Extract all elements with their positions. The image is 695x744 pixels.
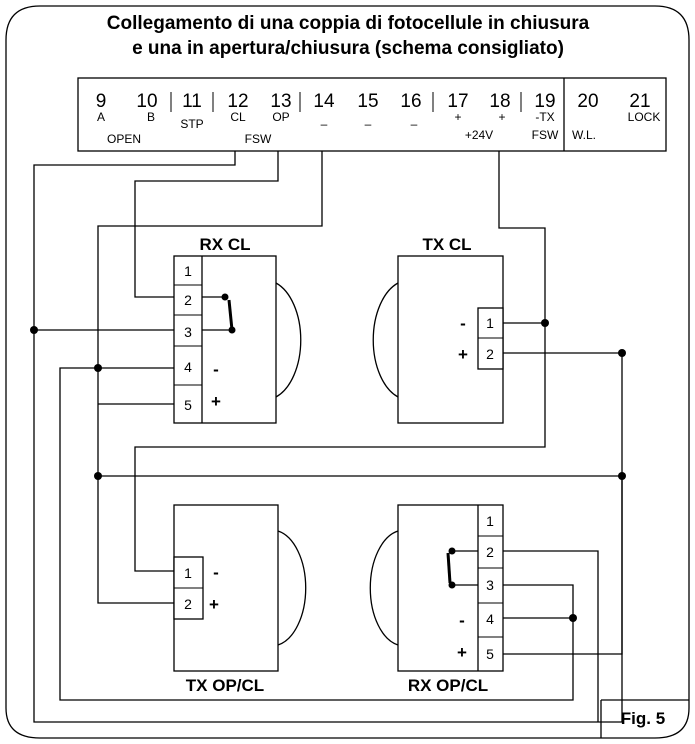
pin-number: 1 xyxy=(486,513,494,529)
terminal-number-16: 16 xyxy=(400,91,421,112)
terminal-number-14: 14 xyxy=(313,91,335,112)
device-rx-cl: 1 2 3 4 5 - + RX CL xyxy=(173,235,302,424)
device-label-tx-op-cl: TX OP/CL xyxy=(186,676,264,695)
figure-label-box: Fig. 5 xyxy=(600,699,689,738)
pin-number: 2 xyxy=(184,596,192,612)
sign-plus: + xyxy=(209,595,219,614)
diagram-title-line-2: e una in apertura/chiusura (schema consi… xyxy=(132,38,564,59)
junction-dot xyxy=(618,472,626,480)
pin-number: 3 xyxy=(486,577,494,593)
lens-arc xyxy=(372,282,399,398)
terminal-number-13: 13 xyxy=(270,91,291,112)
diagram-title-line-1: Collegamento di una coppia di fotocellul… xyxy=(107,13,590,34)
lens-arc xyxy=(369,530,399,646)
terminal-label-21: LOCK xyxy=(628,110,661,124)
terminal-number-17: 17 xyxy=(447,91,468,112)
group-label-wl: W.L. xyxy=(572,128,596,142)
group-label-plus24v: +24V xyxy=(465,128,493,142)
wire xyxy=(134,151,546,572)
junction-dot xyxy=(618,349,626,357)
wiring xyxy=(33,151,623,723)
junction-dot xyxy=(94,472,102,480)
sign-minus: - xyxy=(460,314,466,333)
terminal-label-14: – xyxy=(321,117,328,131)
nc-contact-bar xyxy=(227,299,234,331)
group-label-fsw-tx: FSW xyxy=(532,128,559,142)
terminal-number-20: 20 xyxy=(577,91,598,112)
device-body xyxy=(173,255,277,424)
junction-dot xyxy=(569,614,577,622)
terminal-label-9: A xyxy=(97,110,105,124)
device-label-rx-op-cl: RX OP/CL xyxy=(408,676,488,695)
terminal-number-21: 21 xyxy=(629,91,650,112)
sign-minus: - xyxy=(213,360,219,379)
junction-dot xyxy=(30,326,38,334)
terminal-label-12: CL xyxy=(230,110,246,124)
figure-label: Fig. 5 xyxy=(621,709,665,728)
pin-number: 5 xyxy=(486,646,494,662)
wire xyxy=(33,151,623,723)
outer-frame xyxy=(5,5,690,739)
junctions xyxy=(30,293,626,622)
wire xyxy=(503,476,623,655)
junction-dot xyxy=(221,293,229,301)
figure-label-border xyxy=(600,699,689,738)
terminal-number-12: 12 xyxy=(227,91,248,112)
sign-plus: + xyxy=(458,345,468,364)
device-label-rx-cl: RX CL xyxy=(200,235,251,254)
terminal-block-frame xyxy=(77,77,667,152)
junction-dot xyxy=(541,319,549,327)
terminal-label-15: – xyxy=(365,117,372,131)
pin-number: 1 xyxy=(184,263,192,279)
junction-dot xyxy=(448,547,456,555)
terminal-number-9: 9 xyxy=(96,91,107,112)
sign-minus: - xyxy=(459,611,465,630)
device-tx-op-cl: 1 2 - + TX OP/CL xyxy=(173,504,307,695)
pin-number: 2 xyxy=(184,292,192,308)
pin-number: 3 xyxy=(184,324,192,340)
terminal-label-19: -TX xyxy=(535,110,554,124)
terminal-block: 9 A 10 B 11 STP 12 CL 13 OP 14 – 15 – 16… xyxy=(77,77,667,152)
terminal-label-17: + xyxy=(454,110,461,124)
nc-contact-bar xyxy=(446,552,452,584)
terminal-label-16: – xyxy=(411,117,418,131)
junction-dot xyxy=(448,581,456,589)
pin-number: 4 xyxy=(184,359,192,375)
terminal-number-10: 10 xyxy=(136,91,157,112)
pin-number: 1 xyxy=(184,565,192,581)
lens-arc xyxy=(277,530,307,646)
terminal-number-18: 18 xyxy=(489,91,510,112)
device-tx-cl: 1 2 - + TX CL xyxy=(372,235,504,424)
sign-minus: - xyxy=(213,563,219,582)
terminal-label-13: OP xyxy=(272,110,289,124)
group-label-open: OPEN xyxy=(107,132,141,146)
wire xyxy=(97,151,323,604)
group-label-fsw: FSW xyxy=(245,132,272,146)
pin-number: 1 xyxy=(486,315,494,331)
wire xyxy=(503,550,599,722)
terminal-number-19: 19 xyxy=(534,91,555,112)
junction-dot xyxy=(228,326,236,334)
terminal-number-15: 15 xyxy=(357,91,378,112)
wire xyxy=(503,584,574,618)
sign-plus: + xyxy=(457,643,467,662)
device-rx-op-cl: 1 2 3 4 5 - + RX OP/CL xyxy=(369,504,504,695)
pin-number: 4 xyxy=(486,611,494,627)
wire xyxy=(134,151,279,298)
terminal-label-18: + xyxy=(498,110,505,124)
pin-number: 2 xyxy=(486,346,494,362)
terminal-number-11: 11 xyxy=(182,91,202,112)
pin-number: 5 xyxy=(184,397,192,413)
device-label-tx-cl: TX CL xyxy=(422,235,471,254)
lens-arc xyxy=(275,282,302,398)
sign-plus: + xyxy=(211,392,221,411)
terminal-label-10: B xyxy=(147,110,155,124)
pin-number: 2 xyxy=(486,544,494,560)
junction-dot xyxy=(94,364,102,372)
terminal-label-11: STP xyxy=(180,117,203,131)
